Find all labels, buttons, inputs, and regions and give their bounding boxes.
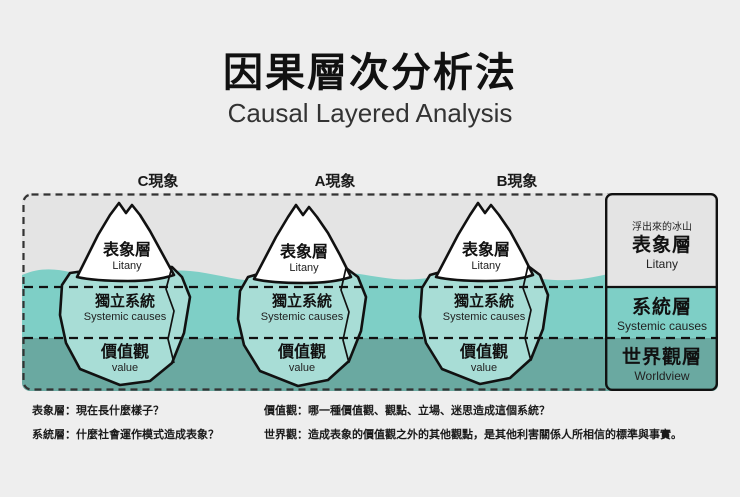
phenomenon-label-a: A現象	[314, 173, 356, 190]
panel-worldview-band	[605, 338, 718, 391]
note-systemic: 系統層：什麼社會運作模式造成表象？	[32, 429, 219, 441]
phenomenon-label-b: B現象	[496, 173, 538, 190]
iceberg-c	[58, 201, 192, 387]
iceberg-c-crack	[165, 266, 175, 364]
diagram-outer-border	[22, 193, 718, 391]
phenomenon-label-c: C現象	[137, 173, 179, 190]
note-litany: 表象層：現在長什麼樣子？	[32, 405, 164, 417]
iceberg-a	[236, 203, 368, 388]
iceberg-b-peak	[434, 201, 535, 283]
iceberg-a-peak	[252, 203, 353, 285]
iceberg-c-peak	[75, 201, 176, 283]
diagram-canvas	[22, 193, 718, 391]
legend-panel	[605, 193, 718, 391]
title-english: Causal Layered Analysis	[227, 98, 513, 128]
panel-systemic-band	[605, 287, 718, 338]
iceberg-b-crack	[522, 265, 532, 362]
note-value: 價值觀：哪一種價值觀、觀點、立場、迷思造成這個系統？	[264, 405, 550, 417]
panel-border	[605, 193, 718, 391]
page-title: 因果層次分析法 Causal Layered Analysis	[0, 50, 740, 128]
iceberg-b	[418, 201, 550, 386]
iceberg-a-crack	[340, 267, 350, 364]
note-worldview: 世界觀：造成表象的價值觀之外的其他觀點，是其他利害關係人所相信的標準與事實。	[264, 429, 682, 441]
title-chinese: 因果層次分析法	[223, 51, 517, 95]
panel-litany-band	[605, 193, 718, 287]
cla-diagram: 表象層 Litany 獨立系統 Systemic causes 價值觀 valu…	[22, 193, 718, 391]
